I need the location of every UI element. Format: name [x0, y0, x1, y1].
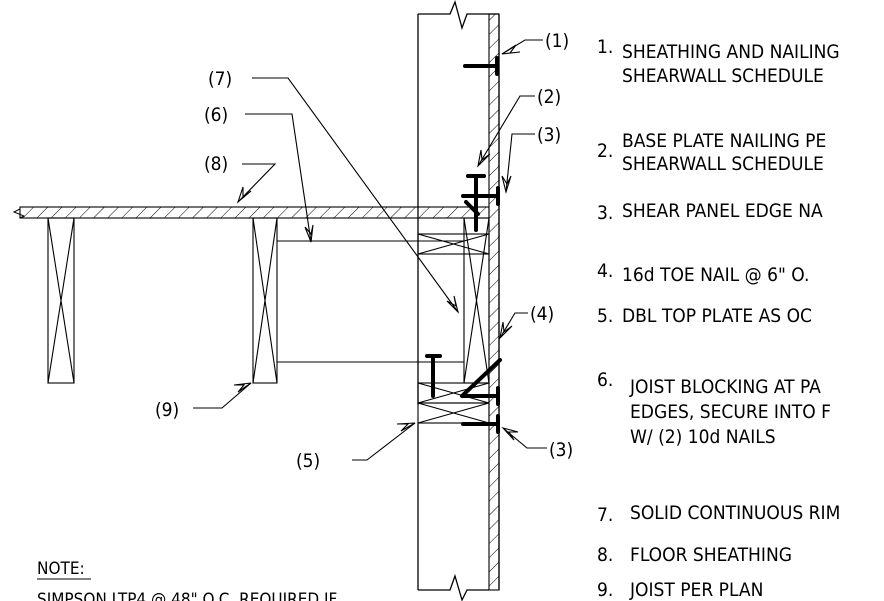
note-2-line-2: SHEARWALL SCHEDULE: [622, 153, 824, 175]
callout-8: (8): [204, 153, 228, 175]
callout-6: (6): [204, 104, 228, 126]
note-6-line-3: W/ (2) 10d NAILS: [630, 426, 776, 448]
note-1-line-1: SHEATHING AND NAILING: [622, 41, 840, 63]
floor-break-line: [12, 207, 26, 219]
note-2-num: 2.: [597, 140, 613, 162]
note-8-num: 8.: [597, 544, 613, 566]
note-6-line-1: JOIST BLOCKING AT PA: [629, 376, 821, 398]
note-5-num: 5.: [597, 305, 613, 327]
note-9-line-1: JOIST PER PLAN: [629, 579, 763, 601]
note-4-line-1: 16d TOE NAIL @ 6" O.: [622, 264, 809, 286]
notes-list: 1. SHEATHING AND NAILING SHEARWALL SCHED…: [597, 36, 840, 601]
floor-sheathing: [19, 206, 490, 219]
wall-sheathing: [488, 13, 500, 591]
callout-4: (4): [530, 303, 554, 325]
note-5-line-1: DBL TOP PLATE AS OC: [622, 305, 812, 327]
callout-3-bottom: (3): [549, 439, 573, 461]
upper-wall: [417, 0, 500, 590]
base-plate: [417, 233, 490, 255]
note-1-num: 1.: [597, 36, 613, 58]
callout-1: (1): [545, 30, 569, 52]
callout-9: (9): [155, 399, 179, 421]
note-6-line-2: EDGES, SECURE INTO F: [630, 401, 831, 423]
note-9-num: 9.: [597, 579, 613, 601]
lower-wall: [417, 423, 489, 601]
nails: [425, 56, 502, 434]
note-2-line-1: BASE PLATE NAILING PE: [622, 130, 826, 152]
leader-arrowheads: [233, 44, 521, 441]
double-top-plate: [417, 382, 490, 424]
callout-2: (2): [537, 86, 561, 108]
callout-7: (7): [208, 68, 232, 90]
rim-joist: [463, 217, 490, 384]
note-text: SIMPSON LTP4 @ 48" O.C. REQUIRED IF: [37, 590, 337, 601]
note-4-num: 4.: [597, 260, 613, 282]
note-1-line-2: SHEARWALL SCHEDULE: [622, 65, 824, 87]
callout-3-top: (3): [537, 124, 561, 146]
note-heading: NOTE:: [37, 559, 85, 579]
note-3-num: 3.: [597, 202, 613, 224]
note-8-line-1: FLOOR SHEATHING: [630, 544, 792, 566]
callout-5: (5): [296, 450, 320, 472]
note-3-line-1: SHEAR PANEL EDGE NA: [622, 200, 823, 222]
note-6-num: 6.: [597, 369, 613, 391]
joist-left: [47, 217, 75, 384]
joist-blocking: [277, 240, 464, 363]
note-7-num: 7.: [597, 504, 613, 526]
joist-per-plan: [252, 217, 278, 384]
note-7-line-1: SOLID CONTINUOUS RIM: [630, 502, 840, 524]
